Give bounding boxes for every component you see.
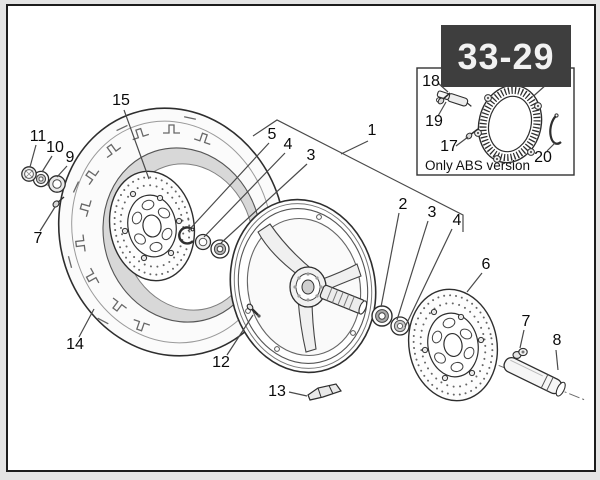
callout-12: 12 xyxy=(212,354,230,371)
hub xyxy=(289,266,327,308)
leader-7-left xyxy=(39,206,56,232)
leader-3-right xyxy=(396,220,429,321)
callout-4-left: 4 xyxy=(284,136,293,153)
tread-pattern xyxy=(67,116,211,332)
callout-3-left: 3 xyxy=(307,147,316,164)
leader-4-left xyxy=(203,152,286,238)
axle-stub xyxy=(319,284,368,315)
leader-6 xyxy=(466,272,483,293)
abs-caption: Only ABS version xyxy=(425,158,530,173)
leader-4-right xyxy=(404,228,453,328)
leader-2 xyxy=(380,212,400,308)
leader-9 xyxy=(56,165,68,178)
leader-18 xyxy=(437,82,449,93)
bolt-7-right xyxy=(512,347,528,359)
callout-11: 11 xyxy=(30,128,47,145)
leader-3-left xyxy=(220,163,308,244)
bearing-3-left xyxy=(210,239,230,259)
callout-8: 8 xyxy=(553,332,562,349)
right-brake-disc xyxy=(407,288,499,402)
leader-1a xyxy=(252,119,464,232)
leader-5 xyxy=(187,142,270,232)
abs-tone-ring xyxy=(474,84,543,164)
valve-stem-12 xyxy=(246,303,261,318)
leader-19 xyxy=(437,101,447,117)
leader-17 xyxy=(455,136,469,147)
leader-13 xyxy=(288,391,308,397)
callout-labels: 1 2 3 4 5 3 4 6 7 7 8 9 10 11 12 13 14 1… xyxy=(30,73,562,400)
screw-19 xyxy=(437,92,451,105)
plate-code: 33-29 xyxy=(457,36,554,77)
callout-5: 5 xyxy=(268,126,277,143)
left-brake-disc xyxy=(108,170,196,282)
leader-7-right xyxy=(519,329,525,349)
leader-12 xyxy=(226,314,254,356)
callout-1: 1 xyxy=(368,122,377,139)
plate-code-box: 33-29 xyxy=(441,25,571,87)
dust-seal-11 xyxy=(21,166,37,182)
leader-lines xyxy=(29,82,559,397)
callout-9: 9 xyxy=(66,149,75,166)
callout-14: 14 xyxy=(66,336,84,353)
callout-4-right: 4 xyxy=(453,212,462,229)
leader-1b xyxy=(340,140,369,155)
callout-10: 10 xyxy=(46,139,64,156)
bearing-2 xyxy=(371,305,393,327)
callout-15: 15 xyxy=(112,92,130,109)
callout-2: 2 xyxy=(399,196,408,213)
leader-15 xyxy=(123,109,150,180)
plate-code-bg xyxy=(441,25,571,87)
screw-7-left xyxy=(52,196,65,208)
callout-19: 19 xyxy=(425,113,443,130)
leader-11 xyxy=(29,144,37,168)
axle-shaft-8 xyxy=(503,356,566,397)
callout-7-right: 7 xyxy=(522,313,531,330)
callout-20: 20 xyxy=(534,149,552,166)
circlip-5 xyxy=(178,226,195,245)
leader-10 xyxy=(41,155,53,173)
callout-7-left: 7 xyxy=(34,230,43,247)
snap-ring-20 xyxy=(549,113,562,145)
callout-13: 13 xyxy=(268,383,286,400)
wheel-rim xyxy=(229,198,377,374)
washer-4-left xyxy=(194,233,212,251)
spacer-9 xyxy=(48,175,66,193)
callout-17: 17 xyxy=(440,138,458,155)
seal-3-4-right xyxy=(390,316,410,336)
balance-weight-13 xyxy=(307,383,342,401)
leader-14 xyxy=(78,308,95,338)
callout-6: 6 xyxy=(482,256,491,273)
callout-18: 18 xyxy=(422,73,440,90)
rim-spokes xyxy=(257,223,362,353)
callout-3-right: 3 xyxy=(428,204,437,221)
bearing-10 xyxy=(32,170,50,188)
leader-8 xyxy=(555,349,559,371)
leader-20 xyxy=(546,142,556,152)
